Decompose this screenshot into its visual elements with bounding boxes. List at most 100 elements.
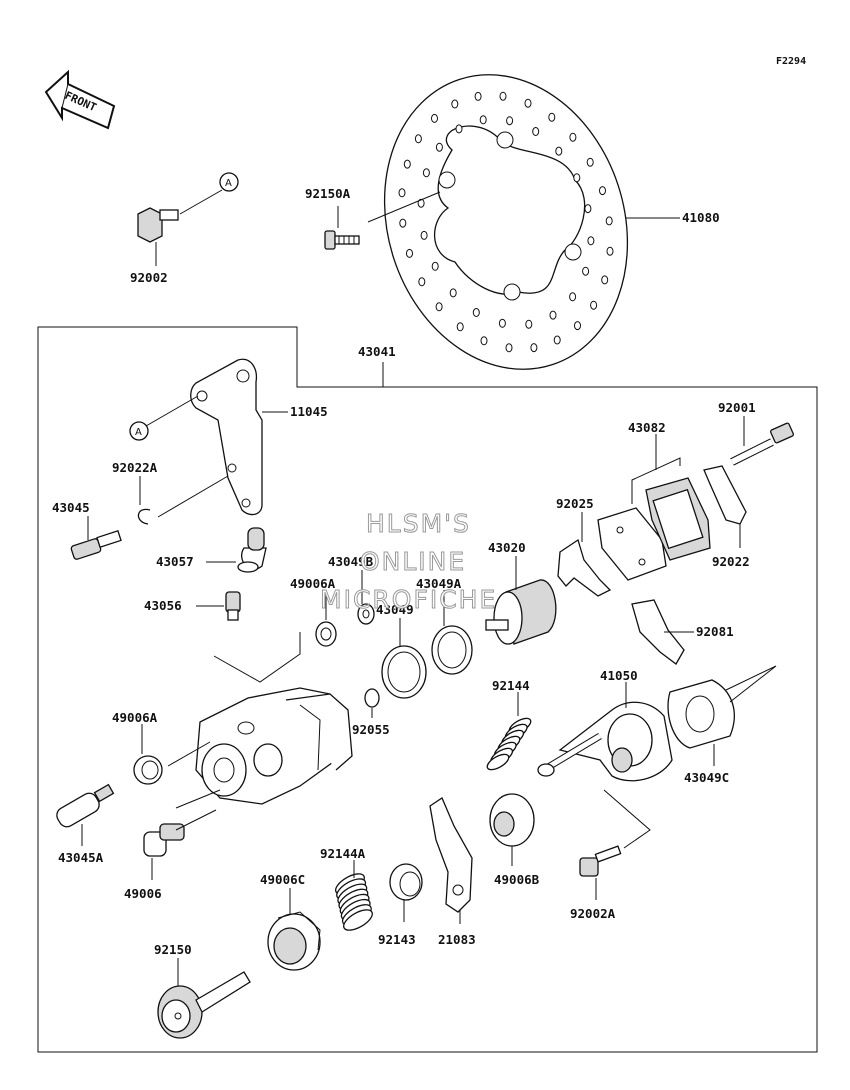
disc-hole [587,236,595,246]
front-arrow-icon: FRONT [44,69,116,130]
lever-21083 [429,797,473,913]
disc-hole [474,91,482,101]
label-92001: 92001 [718,400,756,415]
label-49006C: 49006C [260,872,305,887]
label-43045A: 43045A [58,850,104,865]
cup-92143 [389,863,423,901]
disc-hole [406,248,413,258]
piston-43020 [485,579,557,645]
disc-hole [606,246,614,256]
label-92144A: 92144A [320,846,366,861]
svg-text:ONLINE: ONLINE [360,547,466,576]
label-43020: 43020 [488,540,526,555]
o-ring-92055 [364,688,380,708]
label-43049C: 43049C [684,770,729,785]
bleeder-valve [225,591,241,621]
label-43057: 43057 [156,554,194,569]
slide-pin-43045A [56,783,115,828]
label-21083: 21083 [438,932,476,947]
label-43045: 43045 [52,500,90,515]
disc-hole [524,98,532,108]
spring-92144A [335,873,373,931]
disc-hole [431,261,439,271]
disc-hole [532,127,540,136]
disc-hole [435,142,443,152]
label-92002A: 92002A [570,906,616,921]
label-43082: 43082 [628,420,666,435]
label-43049A: 43049A [416,576,462,591]
disc-hole [398,188,406,198]
disc-hole [472,308,480,317]
bleed-cap [237,527,267,573]
diagram-code: F2294 [776,56,806,67]
circlip-92022A [137,508,151,525]
disc-hole [582,266,590,276]
brake-disc [383,74,629,370]
disc-hole [449,288,457,298]
disc-hole [420,230,428,240]
label-92081: 92081 [696,624,734,639]
caliper-bracket [190,358,263,516]
label-43056: 43056 [144,598,182,613]
disc-hole [498,318,506,328]
disc-hole [505,343,513,353]
pad-bolt-92001 [730,422,794,466]
disc-hole [506,116,514,126]
label-92144: 92144 [492,678,530,693]
flange-bolt [137,207,179,243]
label-49006: 49006 [124,886,162,901]
label-92002: 92002 [130,270,168,285]
adjuster-bolt-92150 [157,971,251,1039]
label-43049: 43049 [376,602,414,617]
disc-hole [530,343,538,353]
disc-hole [403,159,411,169]
caliper-body [195,687,353,805]
lever-assembly-41050 [537,701,673,782]
disc-hole [549,310,557,320]
disc-hole [573,173,581,183]
disc-hole [555,146,563,156]
disc-hole [499,91,507,101]
label-41080: 41080 [682,210,720,225]
spring-coil [343,909,373,931]
slide-pin [70,530,122,560]
label-43041: 43041 [358,344,396,359]
dust-seal-49006A-top [315,621,337,647]
disc-bolt [324,230,360,250]
disc-hole [569,292,577,302]
watermark: HLSM'S ONLINE MICROFICHE [320,509,496,615]
disc-hole [605,216,613,226]
disc-hole [586,157,594,167]
disc-hole [525,319,533,329]
disc-hole [455,124,463,134]
label-41050: 41050 [600,668,638,683]
disc-hole [569,132,577,142]
assembly-frame [37,326,818,1053]
disc-hole [599,186,606,196]
disc-hole [417,198,425,208]
disc-hole [399,218,407,228]
svg-text:HLSM'S: HLSM'S [366,509,471,538]
disc-hole [431,113,438,123]
label-92150A: 92150A [305,186,351,201]
label-92022: 92022 [712,554,750,569]
gasket-43049C [667,679,735,749]
disc-hole [479,115,487,125]
label-92055: 92055 [352,722,390,737]
svg-text:A: A [135,427,142,438]
disc-hole [418,277,426,287]
adjuster-49006C [267,911,321,971]
disc-hole [584,204,592,214]
disc-hole [574,321,581,331]
callout-a-top [219,172,239,192]
disc-hole [601,275,609,285]
bolt-92002A [579,845,622,877]
disc-hole [456,322,464,332]
disc-hole [451,99,459,109]
label-43049B: 43049B [328,554,374,569]
label-49006A-top: 49006A [290,576,336,591]
spring-coil [486,753,510,771]
pad-spring-92025 [557,538,612,597]
dust-seal-49006A-left [133,755,163,785]
